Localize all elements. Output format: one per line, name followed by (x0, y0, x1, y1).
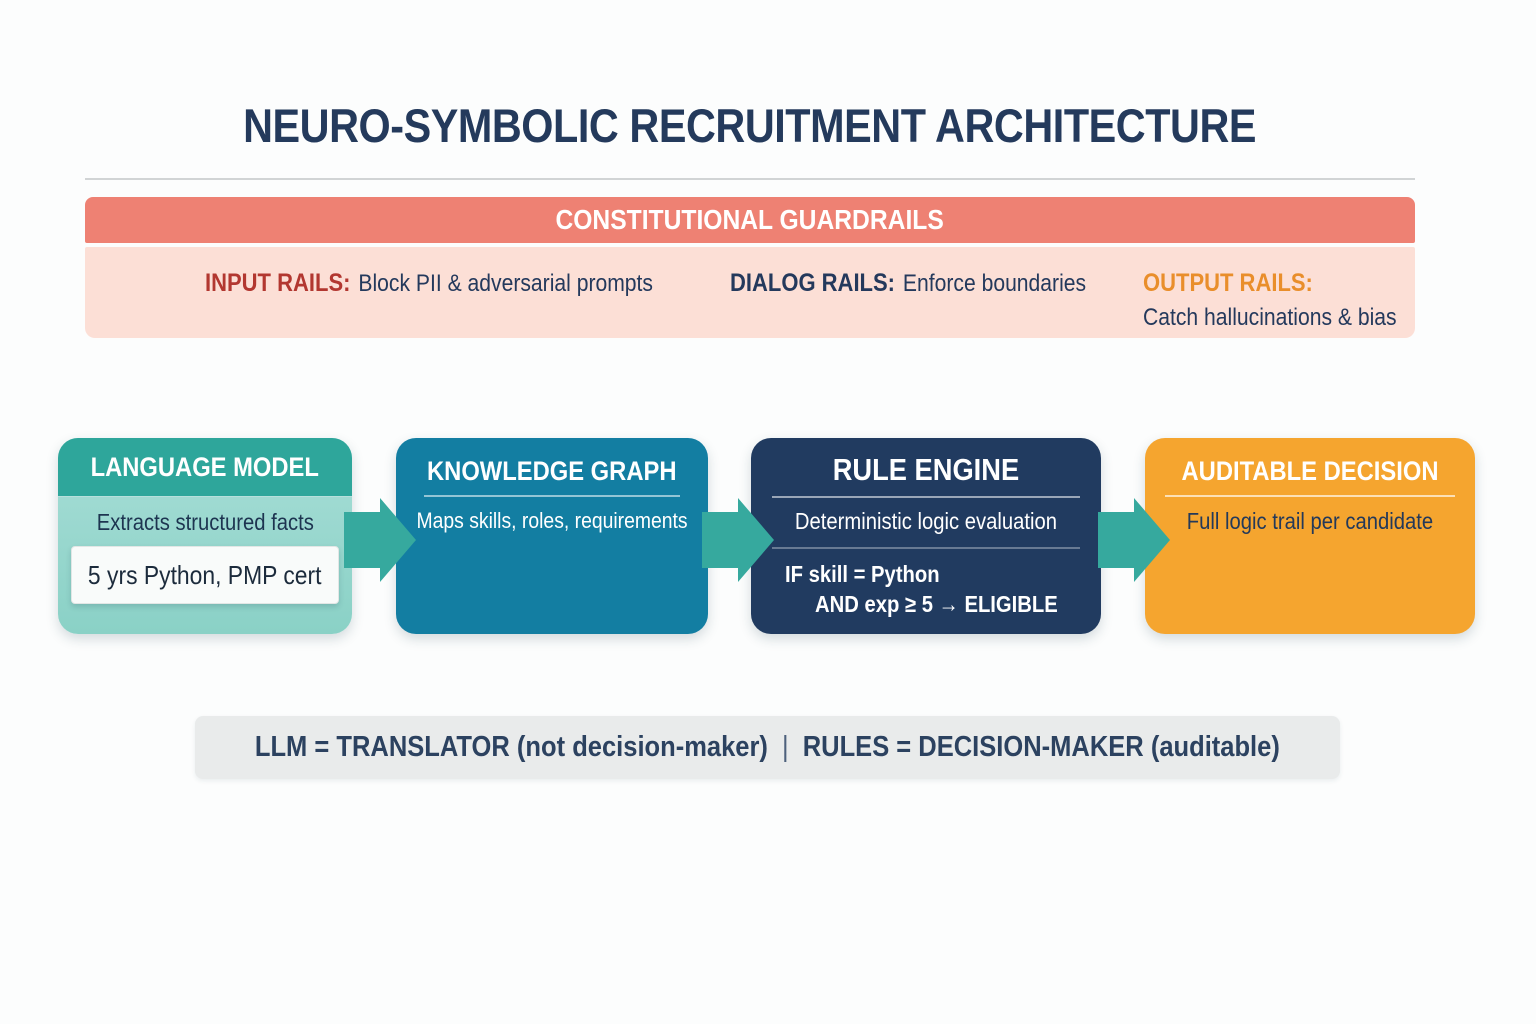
dialog-rails-label: DIALOG RAILS: (730, 269, 895, 297)
language-model-title: LANGUAGE MODEL (90, 451, 320, 482)
input-rails-text: Block PII & adversarial prompts (358, 270, 653, 297)
output-rails-label: OUTPUT RAILS: (1143, 269, 1313, 297)
flow-arrow-icon (344, 498, 416, 582)
page-title: NEURO-SYMBOLIC RECRUITMENT ARCHITECTURE (85, 98, 1415, 153)
rule-engine-box: RULE ENGINE Deterministic logic evaluati… (751, 438, 1101, 634)
takeaway-bar: LLM = TRANSLATOR (not decision-maker) | RU… (195, 716, 1340, 779)
input-rails-label: INPUT RAILS: (205, 269, 351, 297)
knowledge-graph-subtitle: Maps skills, roles, requirements (416, 508, 688, 533)
constitutional-guardrails-banner: CONSTITUTIONAL GUARDRAILS (85, 197, 1415, 243)
title-divider (85, 178, 1415, 180)
rule-engine-divider (772, 496, 1080, 498)
rule-engine-subtitle: Deterministic logic evaluation (794, 508, 1058, 534)
takeaway-separator: | (782, 731, 789, 763)
page-title-text: NEURO-SYMBOLIC RECRUITMENT ARCHITECTURE (243, 99, 1257, 152)
rule-line-1: IF skill = Python (785, 561, 940, 587)
auditable-decision-divider (1164, 495, 1456, 497)
extracted-fact-chip: 5 yrs Python, PMP cert (71, 546, 339, 604)
dialog-rails: DIALOG RAILS: Enforce boundaries (730, 267, 1135, 300)
auditable-decision-subtitle: Full logic trail per candidate (1186, 508, 1434, 534)
guardrails-panel: INPUT RAILS: Block PII & adversarial prom… (85, 247, 1415, 338)
language-model-box: LANGUAGE MODEL Extracts structured facts… (58, 438, 352, 634)
flow-arrow-icon (702, 498, 774, 582)
output-rails: OUTPUT RAILS: Catch hallucinations & bia… (1143, 267, 1431, 334)
rule-engine-title: RULE ENGINE (832, 452, 1020, 487)
auditable-decision-box: AUDITABLE DECISION Full logic trail per … (1145, 438, 1475, 634)
guardrails-header-text: CONSTITUTIONAL GUARDRAILS (555, 204, 945, 235)
rule-engine-logic: IF skill = Python AND exp ≥ 5 → ELIGIBLE (785, 559, 1101, 619)
rule-engine-divider-2 (772, 547, 1080, 549)
dialog-rails-text: Enforce boundaries (902, 270, 1087, 297)
language-model-header: LANGUAGE MODEL (58, 438, 352, 497)
knowledge-graph-title: KNOWLEDGE GRAPH (427, 456, 677, 486)
knowledge-graph-divider (424, 495, 680, 497)
auditable-decision-title: AUDITABLE DECISION (1181, 456, 1439, 486)
output-rails-text: Catch hallucinations & bias (1143, 304, 1397, 331)
language-model-subtitle: Extracts structured facts (96, 509, 314, 535)
knowledge-graph-box: KNOWLEDGE GRAPH Maps skills, roles, requ… (396, 438, 708, 634)
input-rails: INPUT RAILS: Block PII & adversarial prom… (205, 267, 714, 300)
flow-arrow-icon (1098, 498, 1170, 582)
rule-line-2: AND exp ≥ 5 → ELIGIBLE (815, 591, 1058, 617)
takeaway-left: LLM = TRANSLATOR (not decision-maker) (255, 731, 769, 763)
takeaway-right: RULES = DECISION-MAKER (auditable) (802, 731, 1280, 763)
